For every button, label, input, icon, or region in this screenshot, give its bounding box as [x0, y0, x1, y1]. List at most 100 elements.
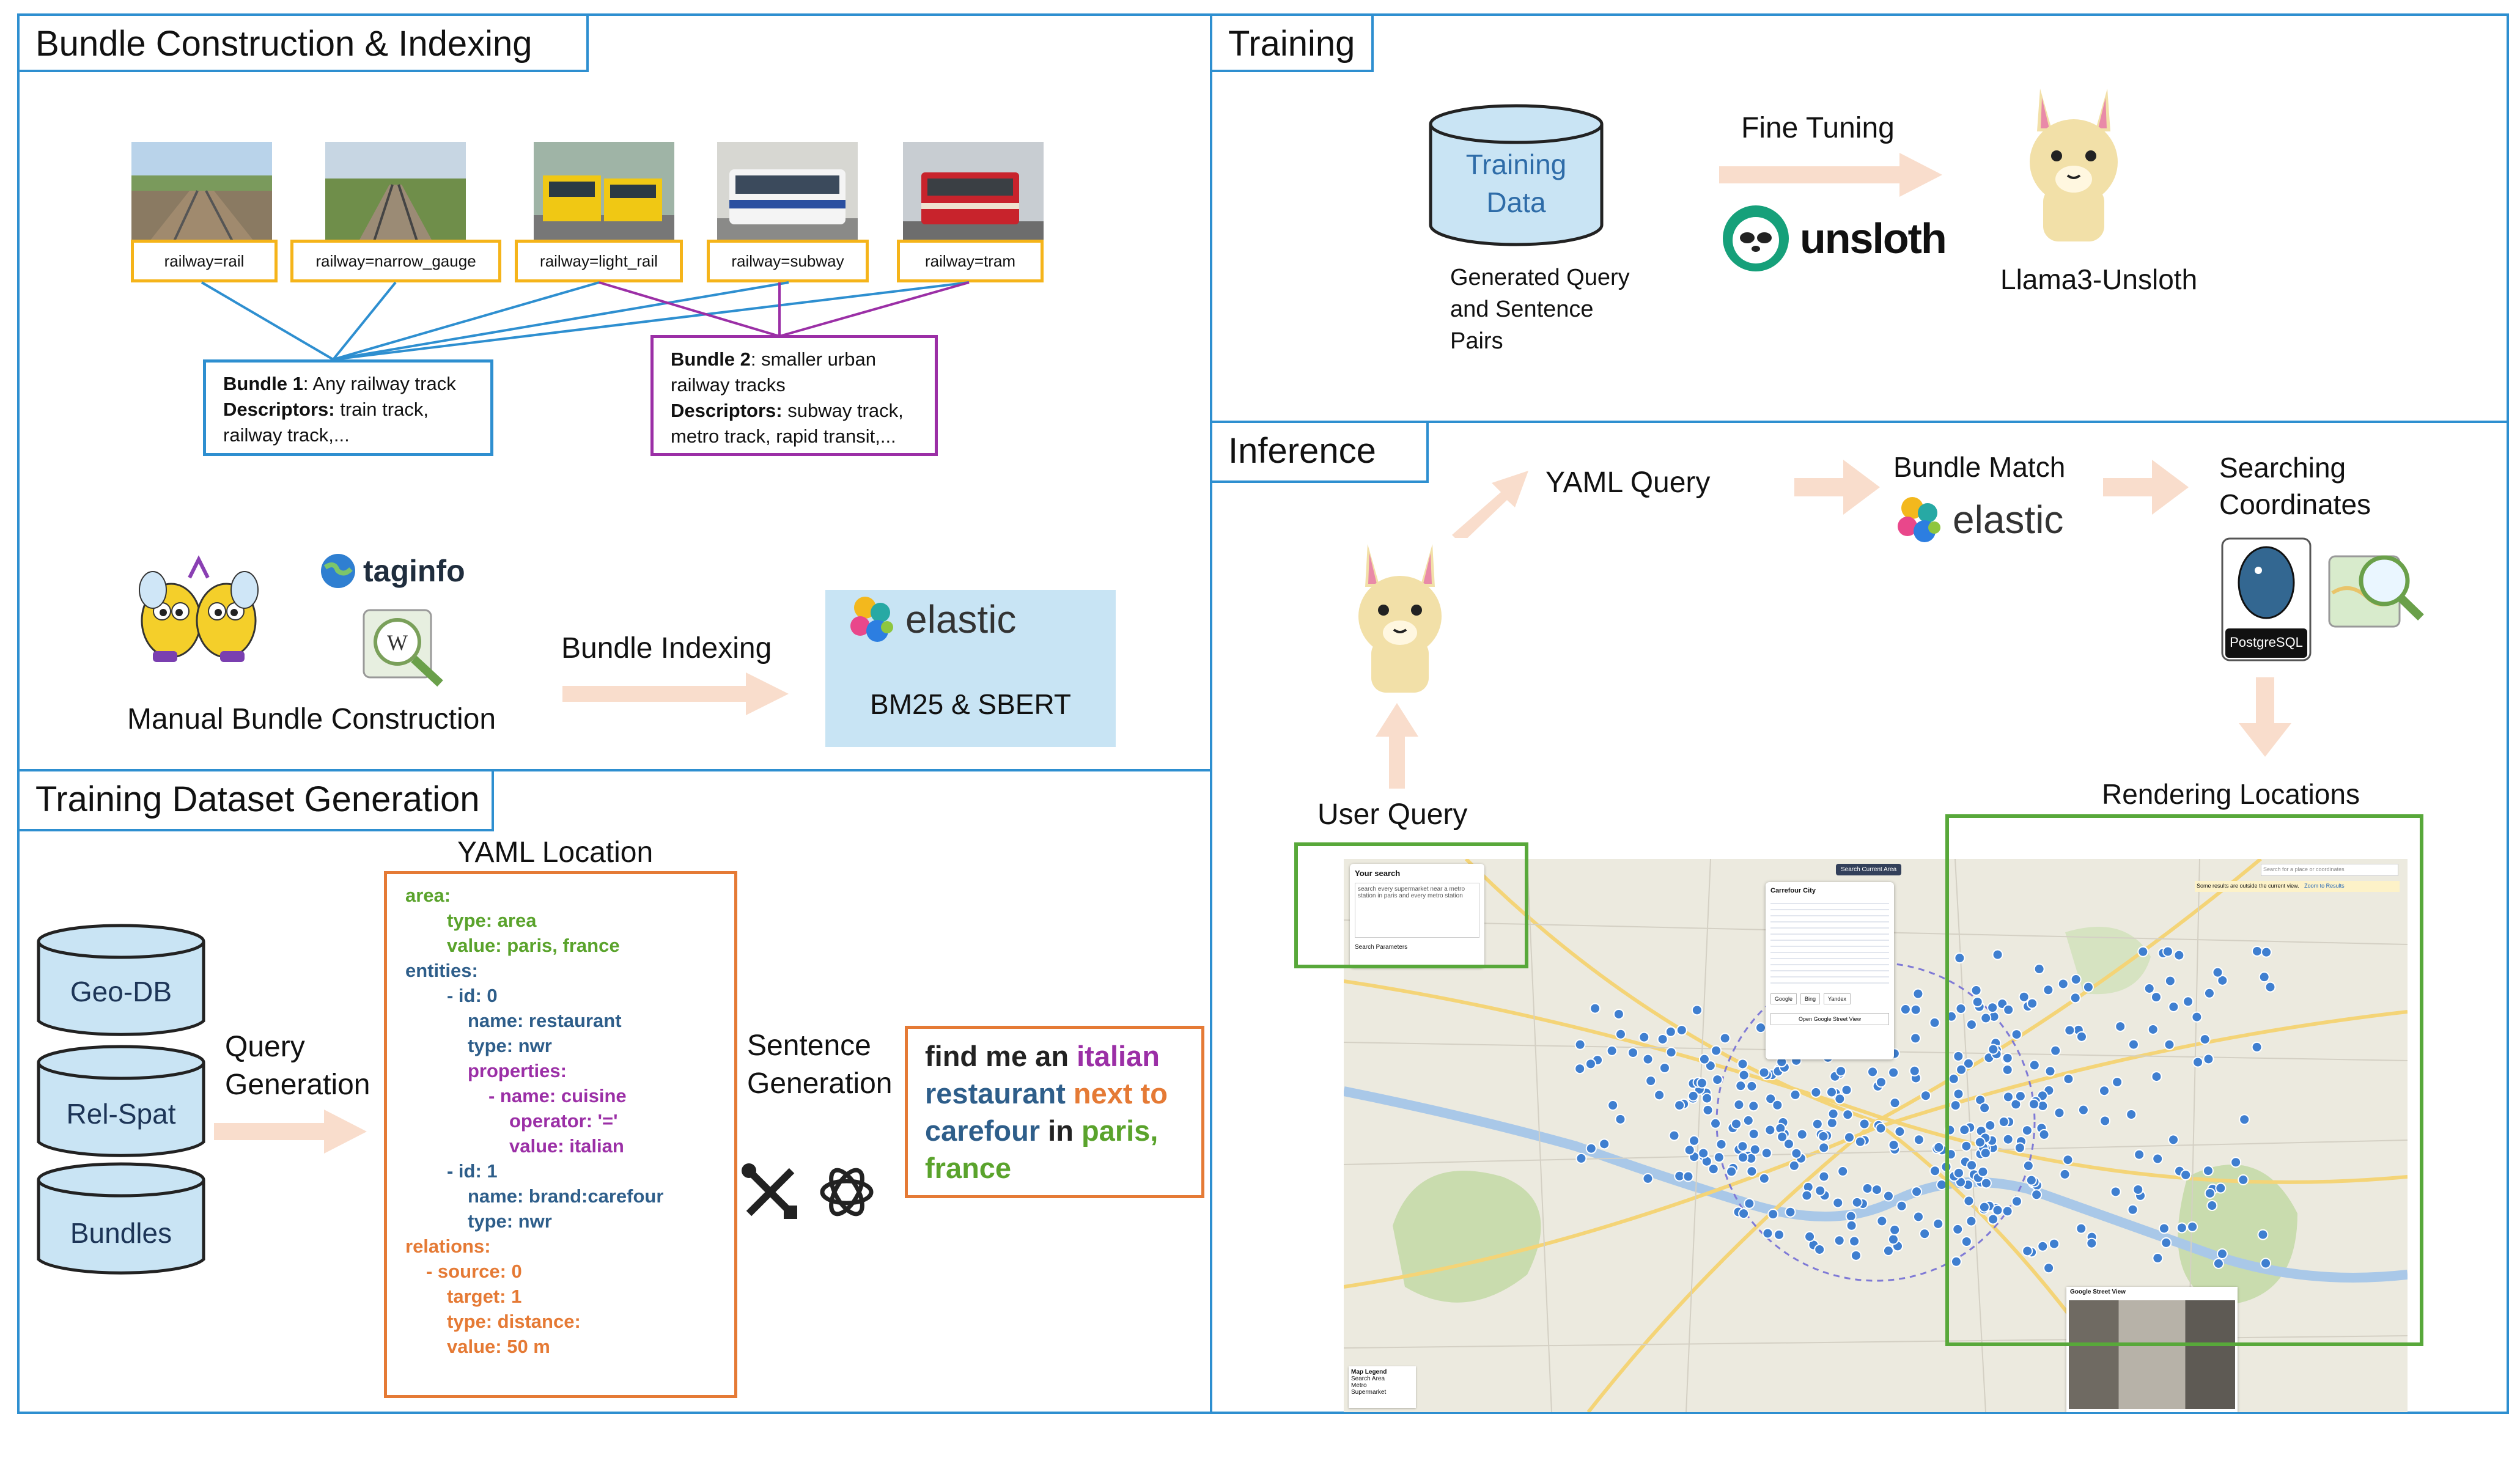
- map-marker[interactable]: [2054, 1107, 2065, 1119]
- map-marker[interactable]: [1668, 1130, 1680, 1141]
- map-marker[interactable]: [1980, 1177, 1992, 1189]
- map-marker[interactable]: [1978, 1201, 1990, 1213]
- map-view[interactable]: Your search search every supermarket nea…: [1344, 859, 2408, 1412]
- map-marker[interactable]: [1642, 1053, 1654, 1065]
- map-marker[interactable]: [1777, 1131, 1788, 1143]
- map-marker[interactable]: [1950, 1256, 1962, 1267]
- map-marker[interactable]: [2063, 1073, 2074, 1084]
- map-marker[interactable]: [1954, 952, 1966, 964]
- map-marker[interactable]: [1615, 1028, 1626, 1040]
- map-marker[interactable]: [2161, 1237, 2172, 1248]
- map-marker[interactable]: [1682, 1171, 1694, 1182]
- map-marker[interactable]: [1575, 1152, 1587, 1164]
- map-marker[interactable]: [2260, 1257, 2272, 1269]
- map-marker[interactable]: [1698, 1053, 1710, 1065]
- map-marker[interactable]: [2050, 1045, 2061, 1056]
- popup-street-view-button[interactable]: Open Google Street View: [1770, 1013, 1889, 1025]
- map-marker[interactable]: [1574, 1039, 1586, 1050]
- map-marker[interactable]: [2152, 1153, 2164, 1165]
- map-marker[interactable]: [1984, 1119, 1996, 1131]
- map-marker[interactable]: [2069, 992, 2081, 1004]
- map-marker[interactable]: [1889, 1224, 1901, 1235]
- map-marker[interactable]: [1835, 1066, 1847, 1077]
- map-marker[interactable]: [1746, 1166, 1758, 1177]
- map-marker[interactable]: [2216, 1248, 2228, 1260]
- map-marker[interactable]: [2164, 1039, 2175, 1050]
- map-marker[interactable]: [1977, 1166, 1989, 1177]
- map-marker[interactable]: [2212, 1257, 2224, 1269]
- map-marker[interactable]: [1719, 1033, 1731, 1044]
- map-marker[interactable]: [1899, 1004, 1911, 1015]
- map-marker[interactable]: [1896, 1200, 1907, 1212]
- map-marker[interactable]: [2014, 1091, 2026, 1102]
- map-marker[interactable]: [2204, 1187, 2216, 1199]
- map-marker[interactable]: [1811, 1118, 1823, 1130]
- map-marker[interactable]: [1834, 1093, 1846, 1105]
- map-marker[interactable]: [2110, 1186, 2121, 1198]
- map-marker[interactable]: [2137, 946, 2149, 957]
- map-marker[interactable]: [2031, 1189, 2043, 1201]
- map-marker[interactable]: [1952, 1223, 1964, 1235]
- map-marker[interactable]: [2076, 1223, 2087, 1234]
- search-query-textarea[interactable]: search every supermarket near a metro st…: [1355, 883, 1479, 938]
- map-marker[interactable]: [1627, 1047, 1639, 1059]
- map-marker[interactable]: [2238, 1174, 2249, 1185]
- map-marker[interactable]: [1919, 1228, 1931, 1240]
- map-marker[interactable]: [2115, 1021, 2126, 1033]
- map-marker[interactable]: [2162, 946, 2173, 957]
- map-marker[interactable]: [1826, 1117, 1838, 1128]
- map-marker[interactable]: [2206, 1200, 2218, 1212]
- map-marker[interactable]: [1992, 949, 2003, 960]
- map-marker[interactable]: [2199, 1034, 2211, 1045]
- map-marker[interactable]: [2062, 1154, 2074, 1166]
- map-marker[interactable]: [1966, 1215, 1977, 1227]
- map-marker[interactable]: [1735, 1080, 1747, 1092]
- map-marker[interactable]: [1911, 1186, 1923, 1198]
- map-marker[interactable]: [2037, 1240, 2049, 1252]
- map-marker[interactable]: [2044, 1066, 2056, 1077]
- popup-bing-button[interactable]: Bing: [1800, 993, 1821, 1004]
- map-marker[interactable]: [1711, 1045, 1722, 1056]
- map-marker[interactable]: [1920, 1090, 1931, 1102]
- map-marker[interactable]: [1665, 1047, 1677, 1058]
- map-marker[interactable]: [1748, 1100, 1759, 1112]
- map-marker[interactable]: [1767, 1209, 1779, 1220]
- map-marker[interactable]: [2021, 1125, 2033, 1136]
- map-marker[interactable]: [2003, 1004, 2014, 1015]
- map-marker[interactable]: [1950, 1100, 1961, 1111]
- map-marker[interactable]: [2173, 949, 2185, 961]
- map-marker[interactable]: [2002, 1133, 2014, 1145]
- map-marker[interactable]: [1758, 1067, 1770, 1078]
- map-marker[interactable]: [2203, 1053, 2214, 1065]
- map-marker[interactable]: [2028, 1099, 2039, 1110]
- map-marker[interactable]: [1818, 1142, 1830, 1154]
- map-marker[interactable]: [2151, 1071, 2162, 1083]
- search-area-button[interactable]: Search Current Area: [1836, 864, 1902, 875]
- map-marker[interactable]: [1913, 1134, 1925, 1146]
- map-marker[interactable]: [2147, 1023, 2159, 1035]
- map-marker[interactable]: [1966, 1019, 1977, 1031]
- map-marker[interactable]: [1980, 1012, 1992, 1024]
- map-marker[interactable]: [1876, 1215, 1888, 1227]
- map-marker[interactable]: [2070, 974, 2082, 985]
- map-marker[interactable]: [1867, 1066, 1879, 1078]
- map-marker[interactable]: [2025, 1174, 2037, 1186]
- map-marker[interactable]: [1953, 1088, 1964, 1100]
- map-marker[interactable]: [1687, 1090, 1699, 1102]
- map-marker[interactable]: [1615, 1113, 1626, 1125]
- map-marker[interactable]: [2022, 1160, 2034, 1171]
- map-marker[interactable]: [2158, 1223, 2170, 1234]
- map-marker[interactable]: [1742, 1114, 1754, 1126]
- map-marker[interactable]: [2038, 1128, 2050, 1140]
- map-marker[interactable]: [1764, 1124, 1776, 1136]
- map-marker[interactable]: [1749, 1144, 1761, 1155]
- map-marker[interactable]: [2152, 1253, 2164, 1264]
- map-marker[interactable]: [2002, 1091, 2014, 1103]
- map-marker[interactable]: [1956, 1064, 1967, 1075]
- map-marker[interactable]: [1894, 1126, 1906, 1138]
- map-marker[interactable]: [1730, 1118, 1742, 1130]
- map-marker[interactable]: [2112, 1077, 2123, 1088]
- map-marker[interactable]: [2187, 1221, 2198, 1232]
- map-marker[interactable]: [1684, 1144, 1695, 1156]
- map-marker[interactable]: [1789, 1089, 1801, 1100]
